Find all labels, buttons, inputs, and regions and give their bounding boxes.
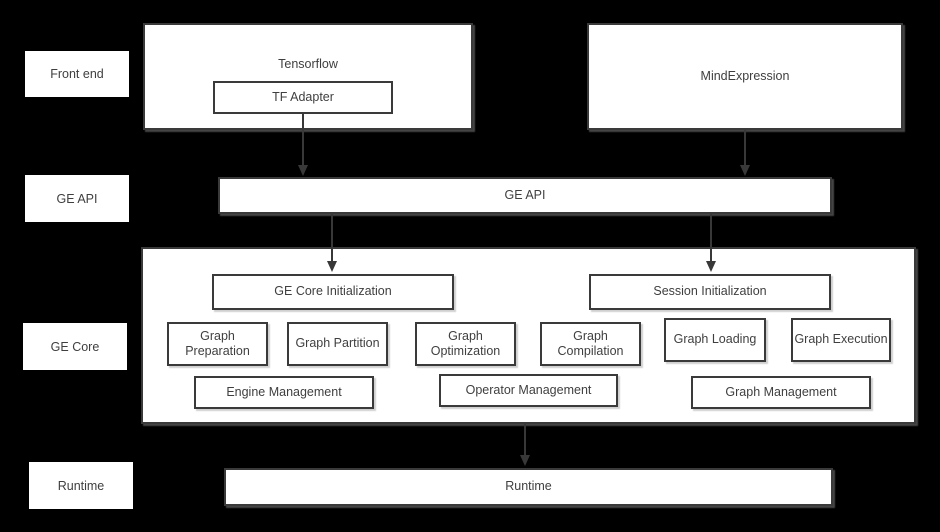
arrow-ge-core-to-runtime — [520, 424, 530, 466]
graph-execution-box: Graph Execution — [791, 318, 891, 362]
graph-partition-box: Graph Partition — [287, 322, 388, 366]
session-initialization-box: Session Initialization — [589, 274, 831, 310]
row-label-runtime: Runtime — [29, 462, 133, 509]
mindexpression-box: MindExpression — [587, 23, 903, 130]
arrow-mindexpression-to-ge-api — [740, 130, 750, 176]
tensorflow-label: Tensorflow — [278, 57, 338, 71]
row-label-front-end: Front end — [25, 51, 129, 97]
ge-core-box: GE Core Initialization Session Initializ… — [141, 247, 916, 424]
operator-management-box: Operator Management — [439, 374, 618, 407]
graph-compilation-box: Graph Compilation — [540, 322, 641, 366]
tf-adapter-box: TF Adapter — [213, 81, 393, 114]
row-label-ge-api: GE API — [25, 175, 129, 222]
ge-core-initialization-box: GE Core Initialization — [212, 274, 454, 310]
graph-preparation-box: Graph Preparation — [167, 322, 268, 366]
runtime-bar: Runtime — [224, 468, 833, 506]
ge-api-bar: GE API — [218, 177, 832, 214]
engine-management-box: Engine Management — [194, 376, 374, 409]
graph-loading-box: Graph Loading — [664, 318, 766, 362]
graph-optimization-box: Graph Optimization — [415, 322, 516, 366]
row-label-ge-core: GE Core — [23, 323, 127, 370]
tensorflow-box: Tensorflow TF Adapter — [143, 23, 473, 130]
graph-management-box: Graph Management — [691, 376, 871, 409]
